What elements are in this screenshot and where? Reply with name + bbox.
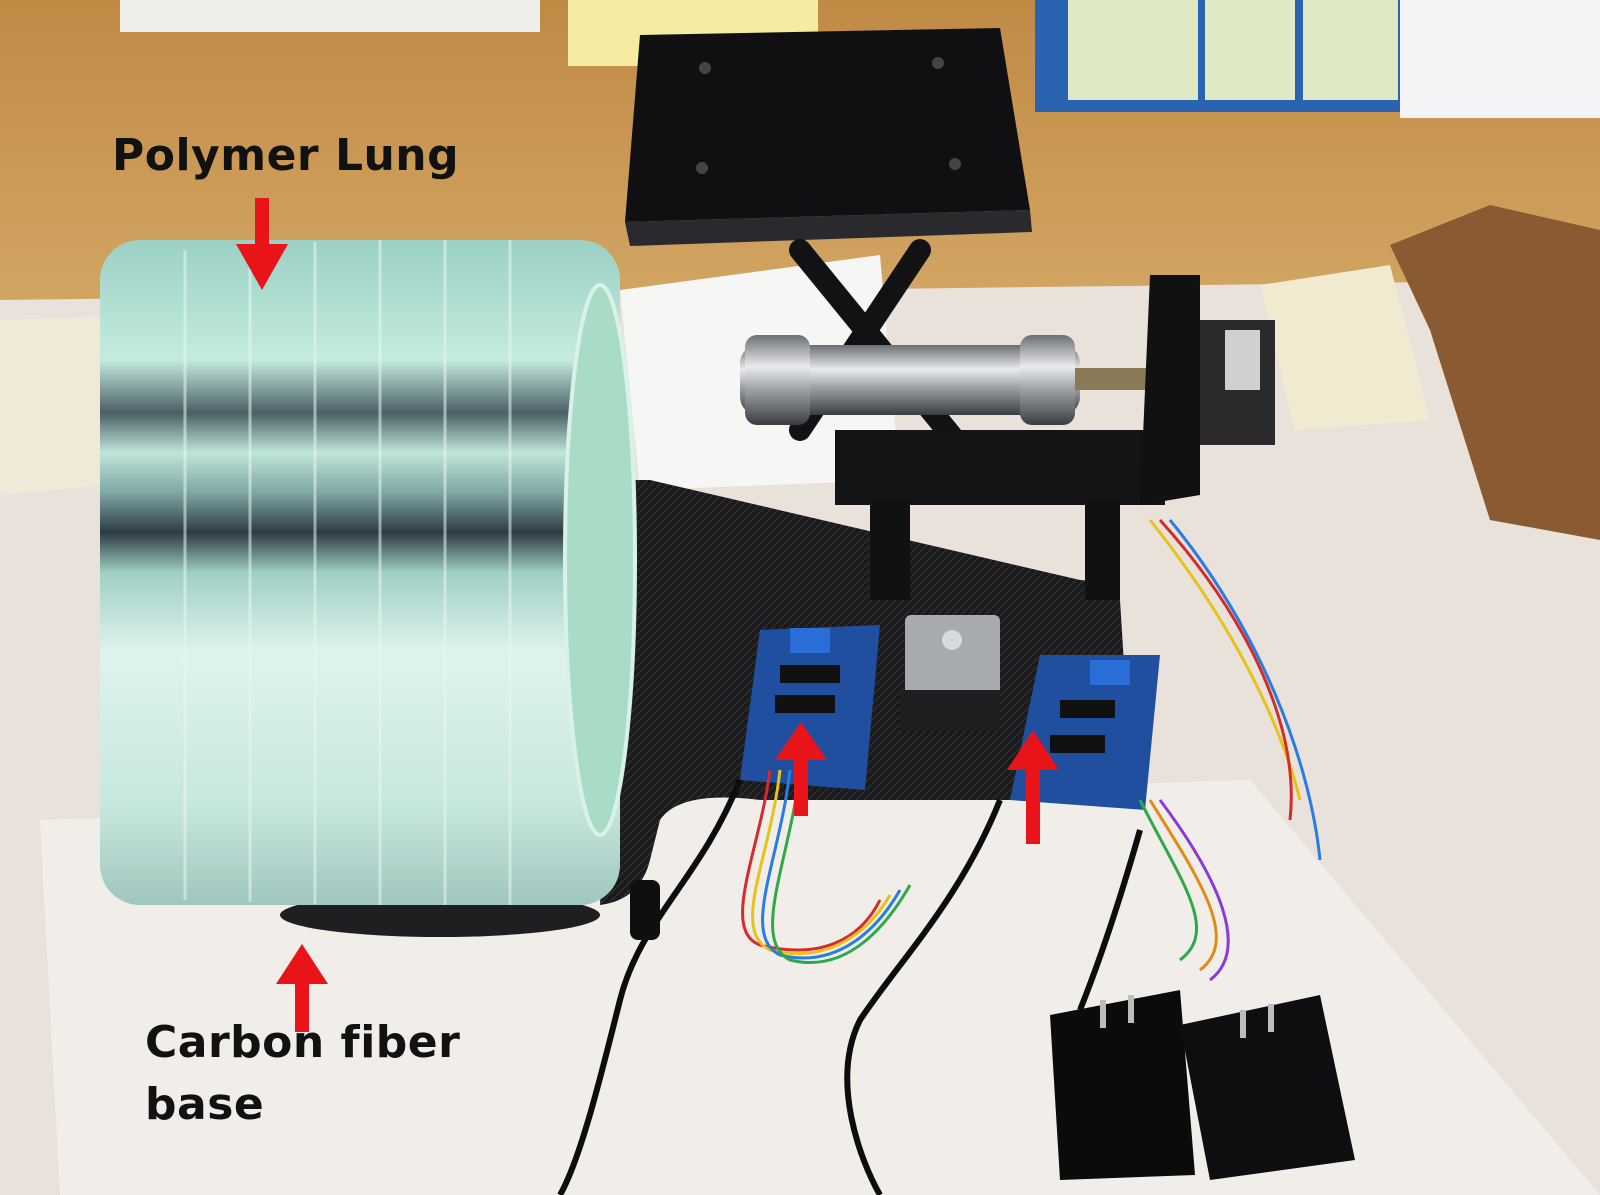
- poster-panel: [1303, 0, 1398, 100]
- power-adapter-left: [1050, 990, 1195, 1180]
- screw: [932, 57, 944, 69]
- arrow-driver-right: [1007, 730, 1059, 844]
- screw: [696, 162, 708, 174]
- arrow-polymer-lung: [236, 198, 288, 290]
- aluminum-collar: [1020, 335, 1075, 425]
- screw: [699, 62, 711, 74]
- polymer-lung-rings: [183, 240, 512, 905]
- carbon-base: [280, 480, 1134, 905]
- actuator-block: [835, 430, 1165, 505]
- arrow-carbon-base: [276, 944, 328, 1032]
- pinned-document: [1400, 0, 1600, 118]
- terminal-block: [790, 628, 830, 653]
- power-adapter-right: [1180, 995, 1355, 1180]
- chip: [775, 695, 835, 713]
- adapter-prong: [1100, 1000, 1106, 1028]
- polymer-lung-end-cap: [563, 283, 637, 837]
- ferrite-bead: [630, 880, 660, 940]
- poster-panel: [1068, 0, 1198, 100]
- stepper-motor-body: [900, 690, 1000, 730]
- actuator-leg: [1085, 500, 1120, 600]
- cardboard-box: [1390, 205, 1600, 540]
- stepper-motor-label: [1225, 330, 1260, 390]
- adapter-prong: [1240, 1010, 1246, 1038]
- aluminum-collar: [745, 335, 810, 425]
- actuator-leg: [870, 500, 910, 600]
- carbon-base-label-line2: base: [145, 1079, 265, 1130]
- motor-shaft: [942, 630, 962, 650]
- lab-jack-top: [625, 28, 1030, 222]
- lead-screw: [1075, 368, 1155, 390]
- usb-cables: [557, 778, 1143, 1195]
- wire-bundle: [741, 518, 1322, 982]
- arrow-driver-left: [775, 722, 827, 816]
- motor-mount-plate: [1140, 275, 1200, 505]
- poster-panel: [1205, 0, 1295, 100]
- terminal-block: [1090, 660, 1130, 685]
- chip: [1050, 735, 1105, 753]
- pinned-paper-left: [120, 0, 540, 32]
- lab-jack-edge: [625, 210, 1032, 246]
- polymer-lung: [100, 240, 620, 905]
- motor-driver-board-right: [1010, 655, 1160, 810]
- carbon-base-label-line1: Carbon fiber: [145, 1017, 461, 1068]
- polymer-lung-label: Polymer Lung: [112, 130, 460, 181]
- chip: [780, 665, 840, 683]
- chip: [1060, 700, 1115, 718]
- carbon-base-label: Carbon fiber base: [145, 1012, 460, 1136]
- stepper-motor-center: [905, 615, 1000, 695]
- aluminum-cylinder: [740, 345, 1080, 415]
- adapter-prong: [1128, 995, 1134, 1023]
- note-paper-right: [1260, 265, 1430, 430]
- adapter-prong: [1268, 1004, 1274, 1032]
- screw: [949, 158, 961, 170]
